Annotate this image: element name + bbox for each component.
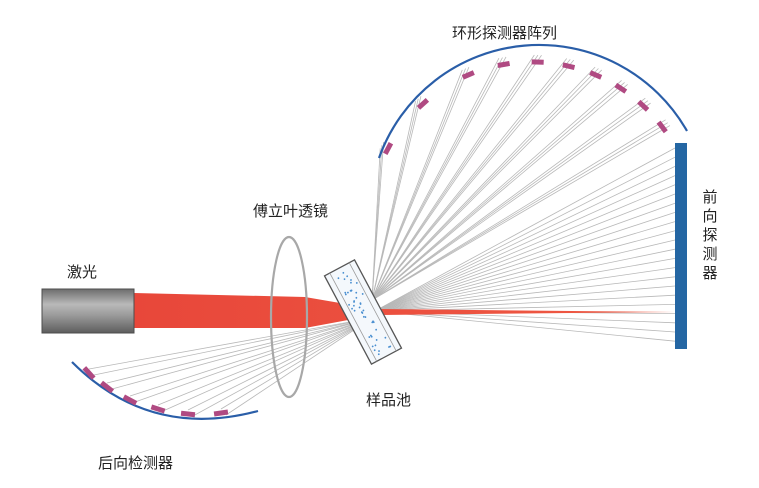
ring-detector-pad [590,73,601,78]
scatter-ray [188,318,372,410]
ring-detector-pad [463,73,474,78]
backward-detector-pad [214,412,228,414]
laser-label: 激光 [67,261,97,282]
laser-source [42,289,134,333]
scatter-ray [112,318,372,389]
ring-detector-pad [639,102,648,110]
scatter-ray [372,126,670,300]
backward-detector-pad [84,368,93,378]
scatter-ray [158,318,372,405]
scatter-ray [372,55,542,300]
ring-detector-pad [385,143,391,154]
scatter-ray [375,277,675,311]
lens-label: 傅立叶透镜 [253,200,328,221]
scatter-ray [372,55,538,300]
backward-detector-pad [151,407,164,411]
scatter-ray [372,58,502,300]
ring-detector-pad [563,65,575,68]
ring-detector-pad [498,63,510,65]
forward-detector-label: 前向探测器 [700,188,720,283]
ring-detector-pad [616,85,626,92]
scatter-ray [375,185,675,311]
backward-detector-pad [101,383,112,392]
scatter-ray [372,55,534,300]
forward-detector [675,143,687,349]
ring-detector-pad [659,122,666,132]
scatter-ray [375,203,675,311]
scatter-ray [375,311,675,341]
scatter-ray [372,59,570,300]
backward-detector-pad [181,413,195,414]
scatter-ray [226,318,372,415]
sample-cell-label: 样品池 [366,389,411,410]
scatter-ray [163,318,372,411]
scatter-ray [372,84,628,300]
scatter-ray [372,57,506,300]
ring-array-label: 环形探测器阵列 [452,22,557,43]
backward-detector-label: 后向检测器 [98,452,173,473]
